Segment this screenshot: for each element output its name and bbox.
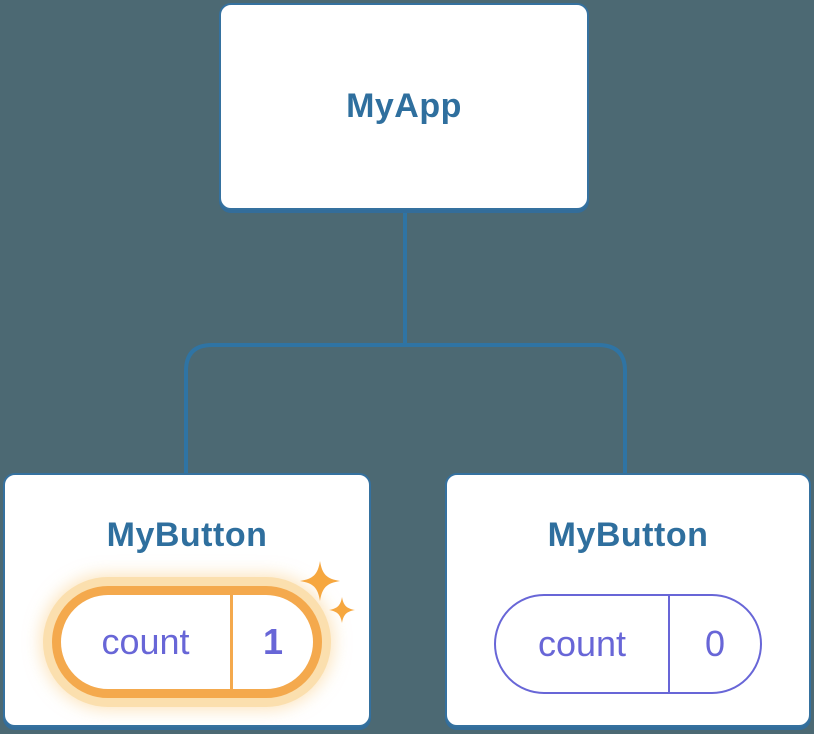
- state-key-cell: count: [496, 596, 668, 692]
- node-mybutton-default-label: MyButton: [547, 516, 709, 554]
- node-mybutton-updated-label: MyButton: [106, 516, 268, 554]
- node-mybutton-updated: MyButton count 1: [3, 473, 371, 727]
- state-pill-highlighted: count 1: [52, 585, 322, 698]
- node-myapp-label: MyApp: [346, 87, 462, 126]
- branch-bracket-line: [184, 343, 627, 474]
- node-myapp: MyApp: [219, 3, 589, 210]
- state-value-label: 1: [262, 620, 284, 662]
- state-value-cell: 1: [233, 595, 313, 689]
- state-value-label: 0: [704, 622, 726, 664]
- state-key-label: count: [537, 622, 627, 664]
- node-mybutton-default: MyButton count 0: [445, 473, 811, 727]
- state-pill-default: count 0: [494, 593, 762, 694]
- pill-divider: [668, 595, 670, 692]
- state-key-cell: count: [61, 595, 230, 689]
- state-value-cell: 0: [670, 596, 760, 692]
- state-key-label: count: [101, 620, 190, 662]
- pill-divider: [230, 594, 233, 689]
- sparkles-icon: [300, 561, 355, 623]
